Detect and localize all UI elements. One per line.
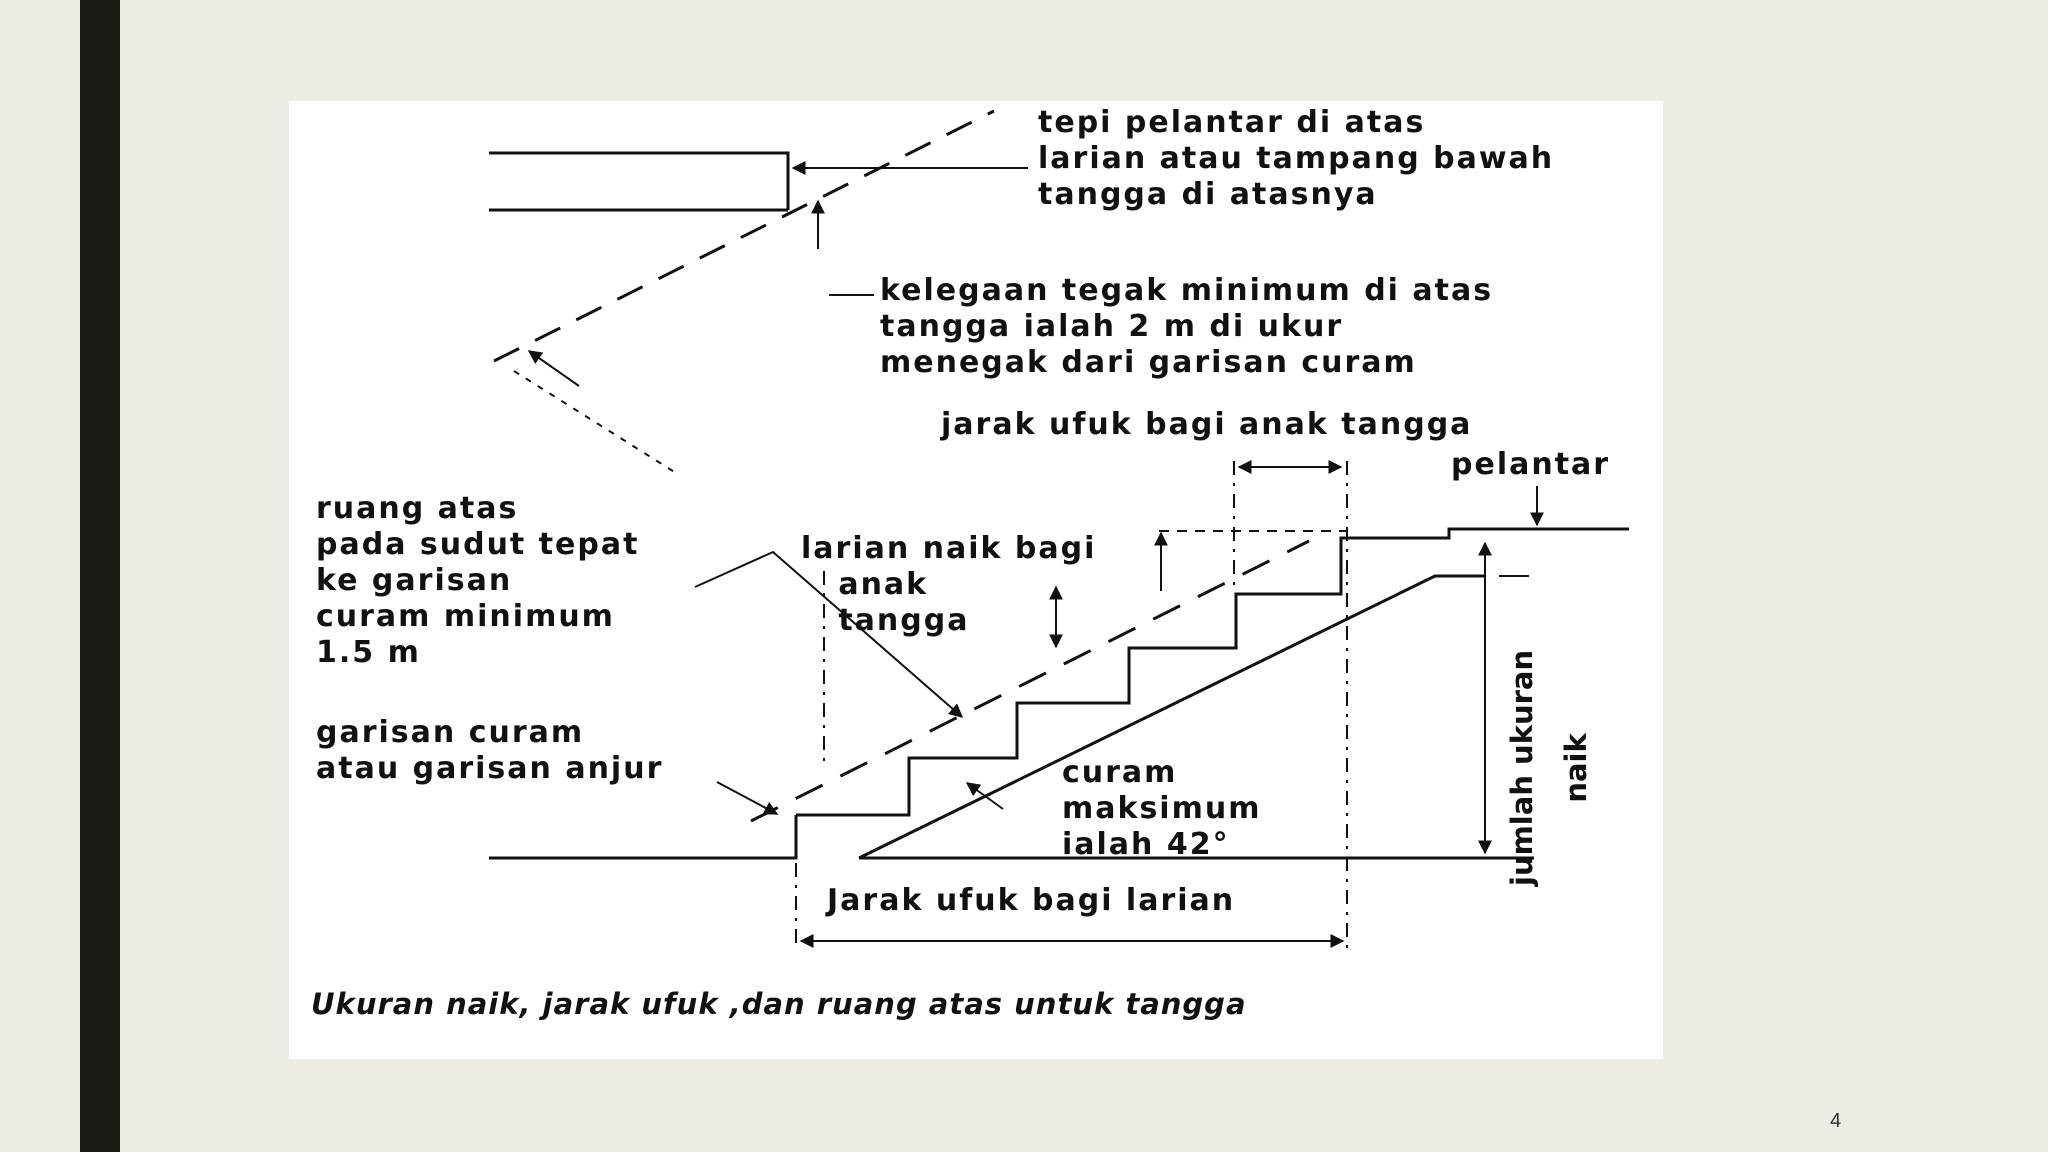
lower-floor [489,815,798,860]
label-total-rise: jumlah ukuran naik [1505,649,1593,886]
upper-landing [489,151,790,210]
label-clearance: kelegaan tegak minimum di atas tangga ia… [880,273,1494,380]
label-landing: pelantar [1451,447,1611,482]
label-going: jarak ufuk bagi anak tangga [941,407,1473,442]
clearance-guide [513,370,677,474]
stair-drawing [489,109,1629,949]
label-rise: larian naik bagi anak tangga [801,531,1097,638]
stair-soffit [858,574,1484,860]
angle-arrow [965,782,1004,810]
label-headroom: ruang atas pada sudut tepat ke garisan c… [316,491,640,670]
stair-steps [796,527,1629,817]
headroom-leader [694,550,964,718]
figure-caption: Ukuran naik, jarak ufuk ,dan ruang atas … [311,987,1247,1021]
label-pitch-line: garisan curam atau garisan anjur [316,715,664,786]
pitch-leader [716,781,779,815]
slide-side-bar [80,0,120,1152]
label-max-pitch: curam maksimum ialah 42° [1062,755,1262,862]
upper-pitch-line [493,109,995,363]
page-number: 4 [1830,1110,1842,1132]
clearance-arrow [527,350,580,387]
stair-diagram: tepi pelantar di atas larian atau tampan… [289,101,1663,1059]
label-top-edge: tepi pelantar di atas larian atau tampan… [1038,105,1555,212]
pitch-line [750,539,1310,823]
label-run-going: Jarak ufuk bagi larian [827,883,1236,918]
